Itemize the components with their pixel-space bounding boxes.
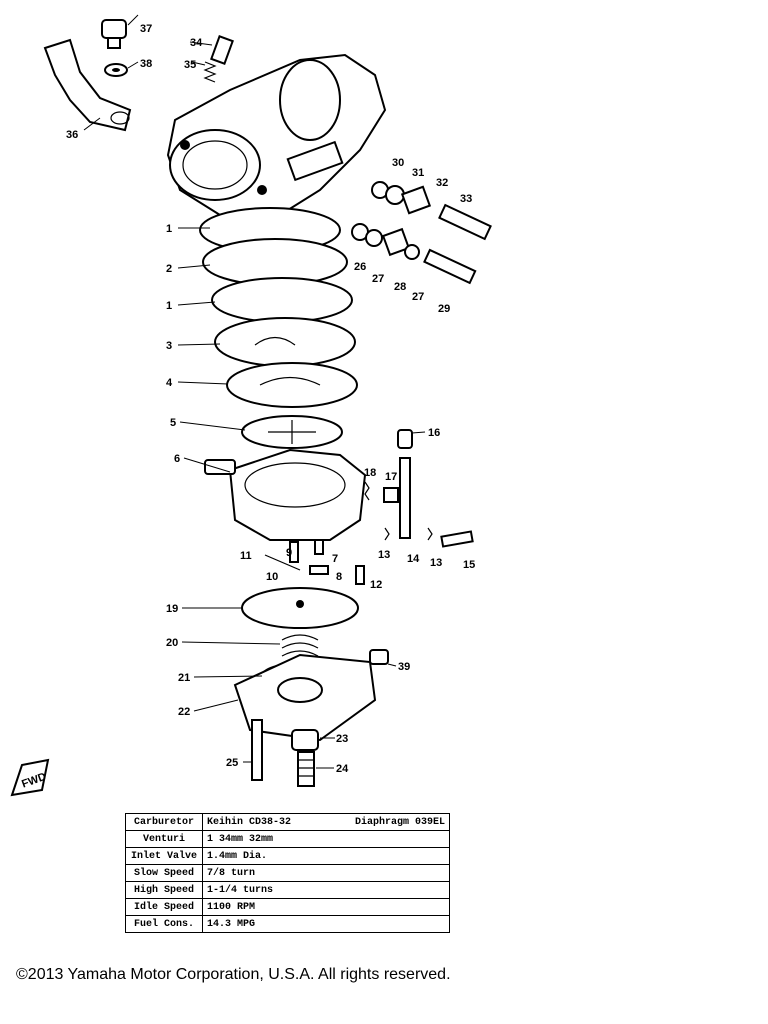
diaphragm-cover-assembly (233, 587, 389, 742)
callout-20: 20 (166, 637, 178, 649)
callout-9: 9 (286, 547, 292, 559)
pump-body (204, 448, 367, 541)
callout-19: 19 (166, 603, 178, 615)
callout-33: 33 (460, 193, 472, 205)
pump-lever-parts (364, 429, 474, 548)
spec-value-text: Keihin CD38-32 (207, 816, 292, 828)
callout-17: 17 (385, 471, 397, 483)
callout-32: 32 (436, 177, 448, 189)
callout-39: 39 (398, 661, 410, 673)
callout-11: 11 (240, 550, 252, 562)
callout-28: 28 (394, 281, 406, 293)
callout-8: 8 (336, 571, 342, 583)
callout-13b: 13 (430, 557, 442, 569)
spec-value: 1.4mm Dia. (202, 847, 450, 865)
adjust-screw-and-spring (203, 35, 234, 83)
gasket-stack (199, 207, 358, 449)
carburetor-body (166, 53, 387, 216)
spec-row: Venturi 1 34mm 32mm (125, 830, 450, 848)
callout-27b: 27 (412, 291, 424, 303)
spec-row: High Speed 1-1/4 turns (125, 881, 450, 899)
callout-6: 6 (174, 453, 180, 465)
callout-12: 12 (370, 579, 382, 591)
jet-and-needle-parts (351, 181, 492, 285)
spec-value: Keihin CD38-32 Diaphragm 039EL (202, 813, 450, 831)
callout-38: 38 (140, 58, 152, 70)
spec-label: Slow Speed (125, 864, 203, 882)
leader-lines (83, 14, 426, 769)
callout-18: 18 (364, 467, 376, 479)
callout-31: 31 (412, 167, 424, 179)
callout-35: 35 (184, 59, 196, 71)
spec-label: Carburetor (125, 813, 203, 831)
spec-row: Slow Speed 7/8 turn (125, 864, 450, 882)
spec-value: 7/8 turn (202, 864, 450, 882)
spec-label: High Speed (125, 881, 203, 899)
inlet-needle-parts (264, 539, 365, 585)
spec-row: Fuel Cons. 14.3 MPG (125, 915, 450, 933)
callout-37: 37 (140, 23, 152, 35)
copyright-notice: ©2013 Yamaha Motor Corporation, U.S.A. A… (16, 966, 451, 983)
callout-24: 24 (336, 763, 349, 775)
spec-row: Carburetor Keihin CD38-32 Diaphragm 039EL (125, 813, 450, 831)
callout-10: 10 (266, 571, 278, 583)
callout-1a: 1 (166, 223, 172, 235)
spec-value: 1-1/4 turns (202, 881, 450, 899)
callout-36: 36 (66, 129, 78, 141)
callout-4: 4 (166, 377, 173, 389)
callout-29: 29 (438, 303, 450, 315)
spec-extra: Diaphragm 039EL (354, 816, 445, 828)
callout-13a: 13 (378, 549, 390, 561)
spec-row: Inlet Valve 1.4mm Dia. (125, 847, 450, 865)
callout-27a: 27 (372, 273, 384, 285)
spec-label: Inlet Valve (125, 847, 203, 865)
callout-7: 7 (332, 553, 338, 565)
fuel-inlet-fitting (43, 38, 132, 132)
callout-30: 30 (392, 157, 404, 169)
callout-23: 23 (336, 733, 348, 745)
exploded-parts-diagram: FWD 1 2 1 3 4 5 6 7 8 9 10 (10, 14, 492, 797)
spec-row: Idle Speed 1100 RPM (125, 898, 450, 916)
callout-16: 16 (428, 427, 440, 439)
spec-value: 14.3 MPG (202, 915, 450, 933)
callout-labels: 1 2 1 3 4 5 6 7 8 9 10 11 12 13 13 14 15… (66, 23, 475, 775)
plug-and-washer (101, 19, 128, 77)
callout-34: 34 (190, 37, 203, 49)
callout-2: 2 (166, 263, 172, 275)
callout-26: 26 (354, 261, 366, 273)
callout-14: 14 (407, 553, 420, 565)
callout-5: 5 (170, 417, 176, 429)
spec-label: Fuel Cons. (125, 915, 203, 933)
carburetor-spec-table: Carburetor Keihin CD38-32 Diaphragm 039EL… (125, 813, 450, 933)
callout-3: 3 (166, 340, 172, 352)
callout-1b: 1 (166, 300, 172, 312)
callout-21: 21 (178, 672, 190, 684)
spec-value: 1 34mm 32mm (202, 830, 450, 848)
spec-label: Idle Speed (125, 898, 203, 916)
spec-label: Venturi (125, 830, 203, 848)
fwd-mark: FWD (10, 758, 50, 797)
callout-22: 22 (178, 706, 190, 718)
callout-25: 25 (226, 757, 238, 769)
callout-15: 15 (463, 559, 475, 571)
spec-value: 1100 RPM (202, 898, 450, 916)
fasteners (251, 719, 319, 787)
